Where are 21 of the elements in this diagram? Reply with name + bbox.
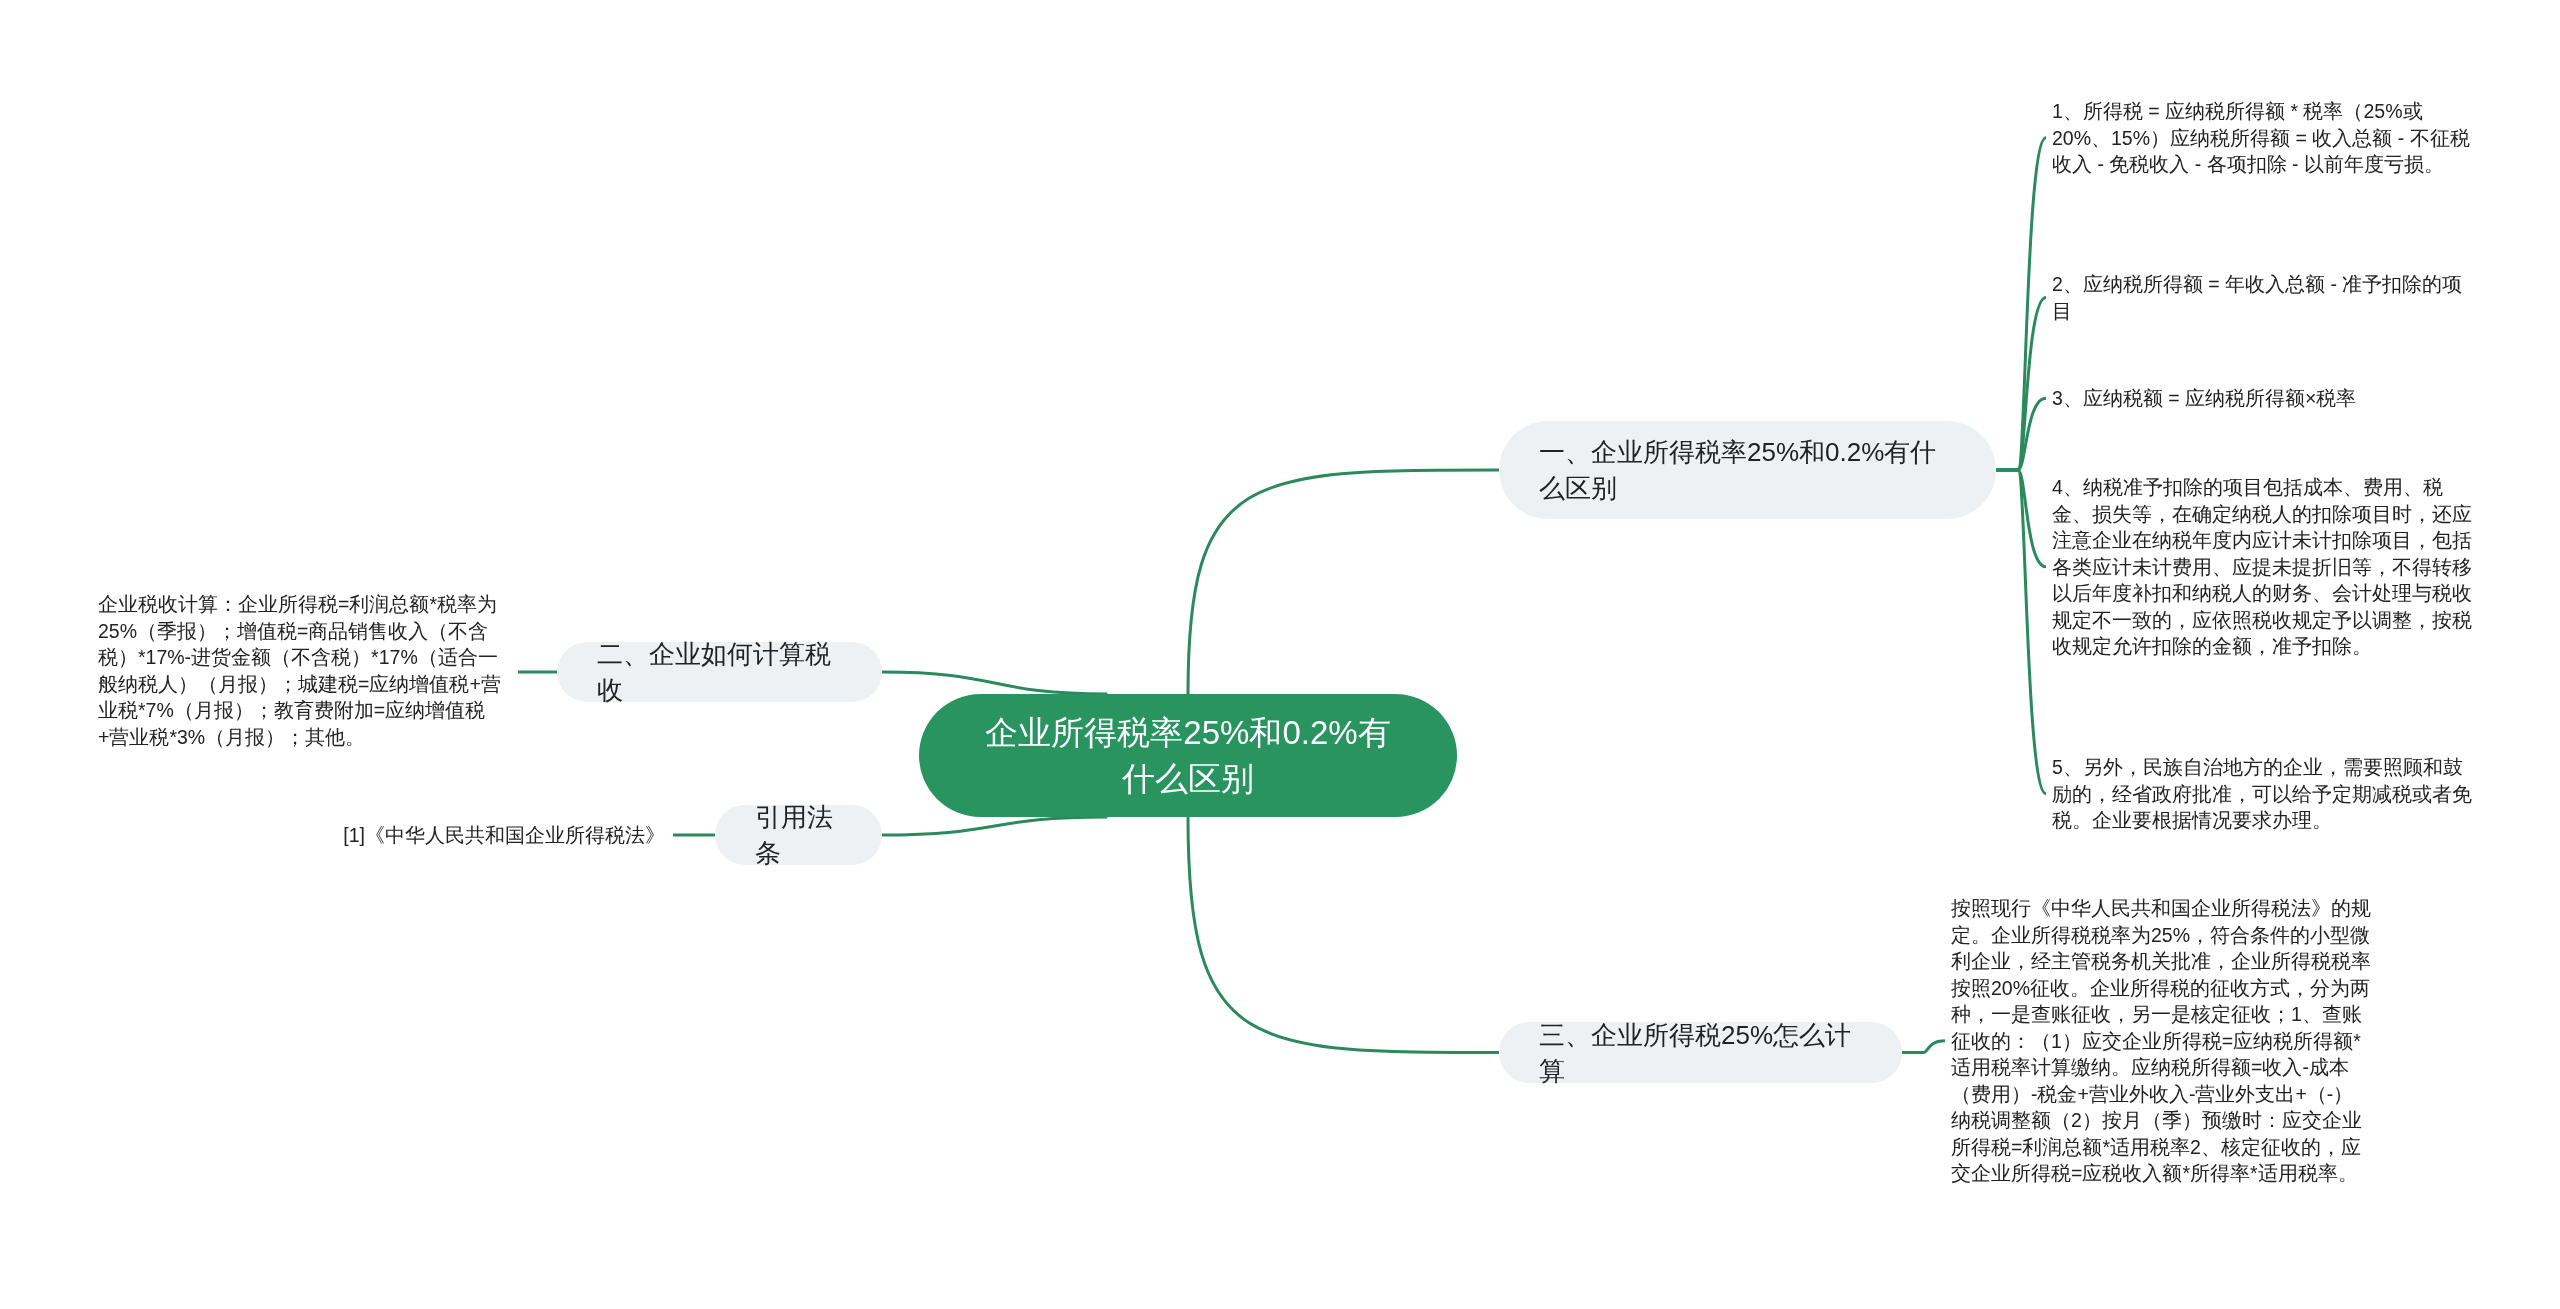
note-text: 1、所得税 = 应纳税所得额 * 税率（25%或20%、15%）应纳税所得额 = 收入总额 - 不征税收入 - 免税收入 - 各项扣除 - 以前年度亏损。 bbox=[2052, 98, 2472, 178]
central-topic: 企业所得税率25%和0.2%有什么区别 bbox=[919, 694, 1457, 817]
note-text: 5、另外，民族自治地方的企业，需要照顾和鼓励的，经省政府批准，可以给予定期减税或者免税。企业要根据情况要求办理。 bbox=[2052, 754, 2472, 834]
connector-line bbox=[1996, 468, 2048, 795]
connector-line bbox=[1186, 468, 1499, 695]
note-text: 按照现行《中华人民共和国企业所得税法》的规定。企业所得税税率为25%，符合条件的小型微利企业，经主管税务机关批准，企业所得税税率按照20%征收。企业所得税的征收方式，分为两种，一是查账征收，另一是核定征收；1、查账征收的：（1）应交企业所得税=应纳税所得额*适用税率计算缴纳。应纳税所得额=收入-成本（费用）-税金+营业外收入-营业外支出+（-）纳税调整额（2）按月（季）预缴时：应交企业所得税=利润总额*适用税率2、核定征收的，应交企业所得税=应税收入额*所得率*适用税率。 bbox=[1951, 895, 2371, 1187]
topic-box: 二、企业如何计算税收 bbox=[557, 642, 882, 702]
note-text: 企业税收计算：企业所得税=利润总额*税率为25%（季报）；增值税=商品销售收入（不含税）*17%-进货金额（不含税）*17%（适合一般纳税人）（月报）；城建税=应纳增值税+营业税*7%（月报）；教育费附加=应纳增值税+营业税*3%（月报）；其他。 bbox=[98, 591, 510, 750]
note-text: 2、应纳税所得额 = 年收入总额 - 准予扣除的项目 bbox=[2052, 271, 2472, 324]
topic-box: 引用法条 bbox=[715, 805, 882, 865]
note-text: [1]《中华人民共和国企业所得税法》 bbox=[300, 822, 665, 849]
connector-line bbox=[881, 670, 1108, 696]
topic-box: 三、企业所得税25%怎么计算 bbox=[1499, 1022, 1902, 1083]
note-text: 3、应纳税额 = 应纳税所得额×税率 bbox=[2052, 385, 2472, 412]
connector-line bbox=[518, 670, 557, 674]
connector-line bbox=[881, 815, 1108, 837]
connector-line bbox=[673, 833, 715, 837]
connector-line bbox=[1902, 1039, 1946, 1054]
note-text: 4、纳税准予扣除的项目包括成本、费用、税金、损失等，在确定纳税人的扣除项目时，还应注意企业在纳税年度内应计未计扣除项目，包括各类应计未计费用、应提未提折旧等，不得转移以后年度补扣和纳税人的财务、会计处理与税收规定不一致的，应依照税收规定予以调整，按税收规定允许扣除的金额，准予扣除。 bbox=[2052, 474, 2472, 660]
connector-line bbox=[1186, 816, 1499, 1054]
topic-box: 一、企业所得税率25%和0.2%有什么区别 bbox=[1499, 421, 1996, 519]
